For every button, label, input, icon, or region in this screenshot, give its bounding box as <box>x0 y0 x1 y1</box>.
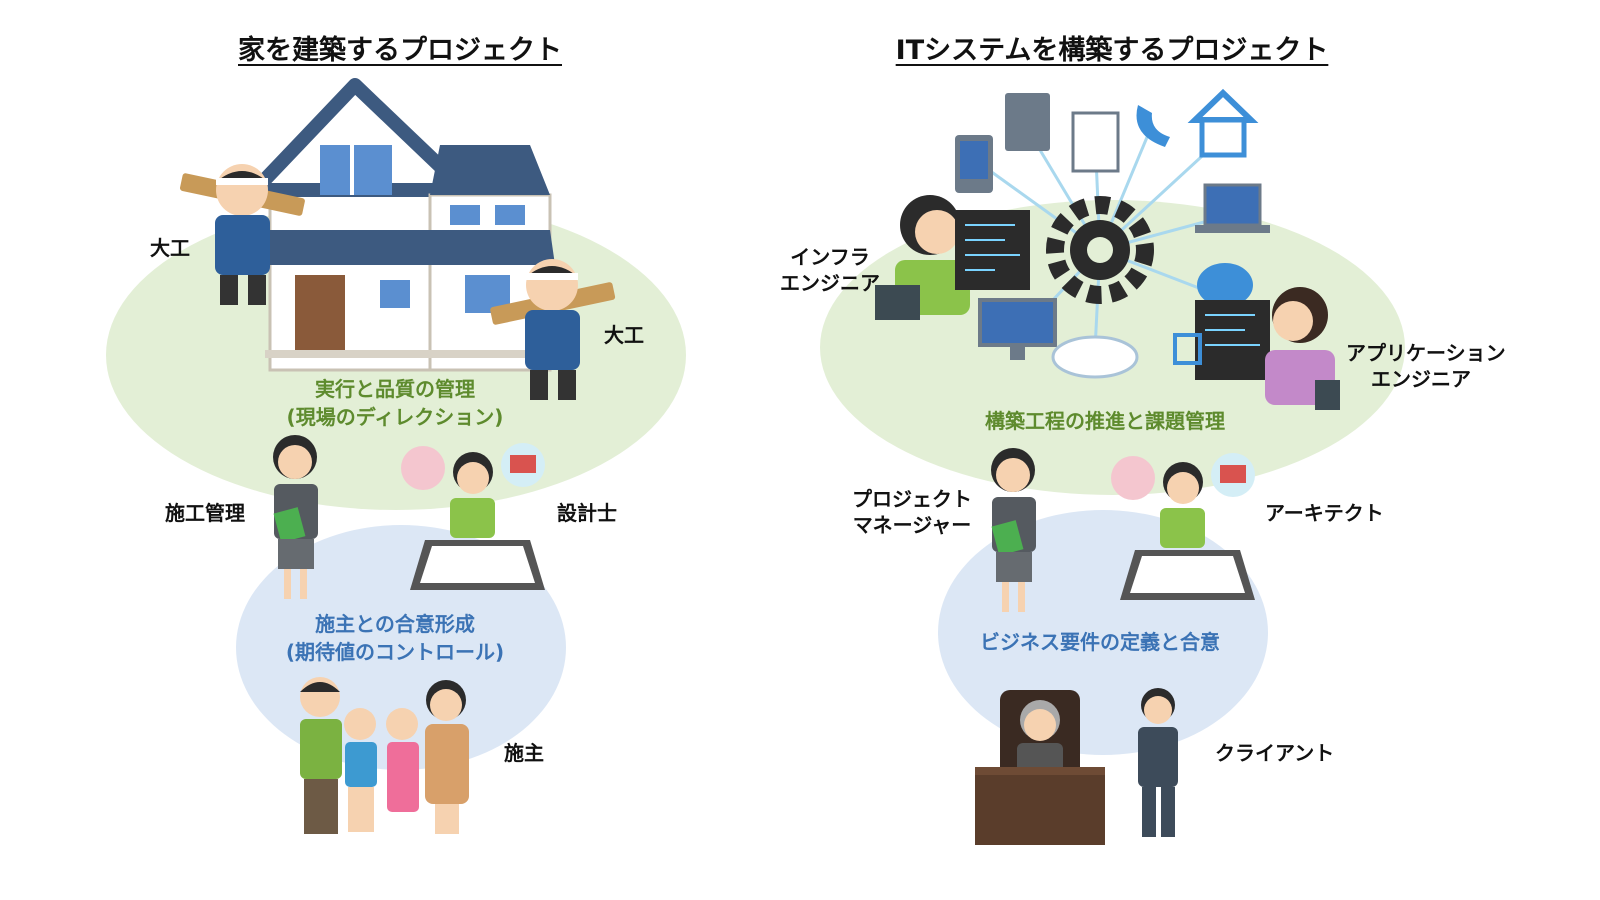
house-project-title: 家を建築するプロジェクト <box>238 35 562 66</box>
application-engineer-label-line2: エンジニア <box>1371 367 1471 391</box>
application-engineer-illustration <box>1173 287 1340 410</box>
carpenter-right-label: 大工 <box>604 323 644 347</box>
carpenter-left-label: 大工 <box>150 236 190 260</box>
execution-quality-caption: 実行と品質の管理 (現場のディレクション) <box>287 375 504 431</box>
it-project-panel: ITシステムを構築するプロジェクト <box>780 0 1600 900</box>
construction-manager-illustration <box>273 435 318 599</box>
owner-agreement-caption: 施主との合意形成 (期待値のコントロール) <box>286 610 504 666</box>
execution-quality-caption-line1: 実行と品質の管理 <box>314 377 475 401</box>
project-manager-illustration <box>991 448 1036 612</box>
business-requirements-caption: ビジネス要件の定義と合意 <box>980 630 1220 654</box>
project-manager-label-line2: マネージャー <box>852 513 972 537</box>
house-project-panel: 家を建築するプロジェクト 大工 大工 <box>106 35 686 834</box>
carpenter-left-illustration <box>179 164 305 305</box>
project-manager-label-line1: プロジェクト <box>852 487 972 511</box>
client-illustration <box>975 688 1178 845</box>
owner-agreement-caption-line2: (期待値のコントロール) <box>285 640 505 664</box>
architect-label: 設計士 <box>557 501 617 525</box>
client-label: クライアント <box>1215 741 1335 765</box>
owner-agreement-caption-line1: 施主との合意形成 <box>315 612 475 636</box>
infra-engineer-label-line2: エンジニア <box>780 271 880 295</box>
it-hub-illustration <box>955 88 1270 379</box>
infra-engineer-label: インフラ エンジニア <box>770 244 890 296</box>
project-manager-label: プロジェクト マネージャー <box>842 486 982 538</box>
it-project-title: ITシステムを構築するプロジェクト <box>895 35 1329 66</box>
infra-engineer-label-line1: インフラ <box>790 245 870 269</box>
execution-quality-caption-line2: (現場のディレクション) <box>286 405 504 429</box>
application-engineer-label-line1: アプリケーション <box>1346 341 1506 365</box>
build-process-caption: 構築工程の推進と課題管理 <box>985 409 1225 433</box>
infra-engineer-illustration <box>875 195 1030 320</box>
carpenter-right-illustration <box>490 259 616 400</box>
construction-manager-label: 施工管理 <box>165 501 245 525</box>
it-architect-illustration <box>1111 453 1255 600</box>
owner-label: 施主 <box>504 741 544 765</box>
owner-family-illustration <box>300 677 469 834</box>
architect-illustration <box>401 443 545 590</box>
it-architect-label: アーキテクト <box>1265 501 1384 525</box>
application-engineer-label: アプリケーション エンジニア <box>1346 340 1506 392</box>
